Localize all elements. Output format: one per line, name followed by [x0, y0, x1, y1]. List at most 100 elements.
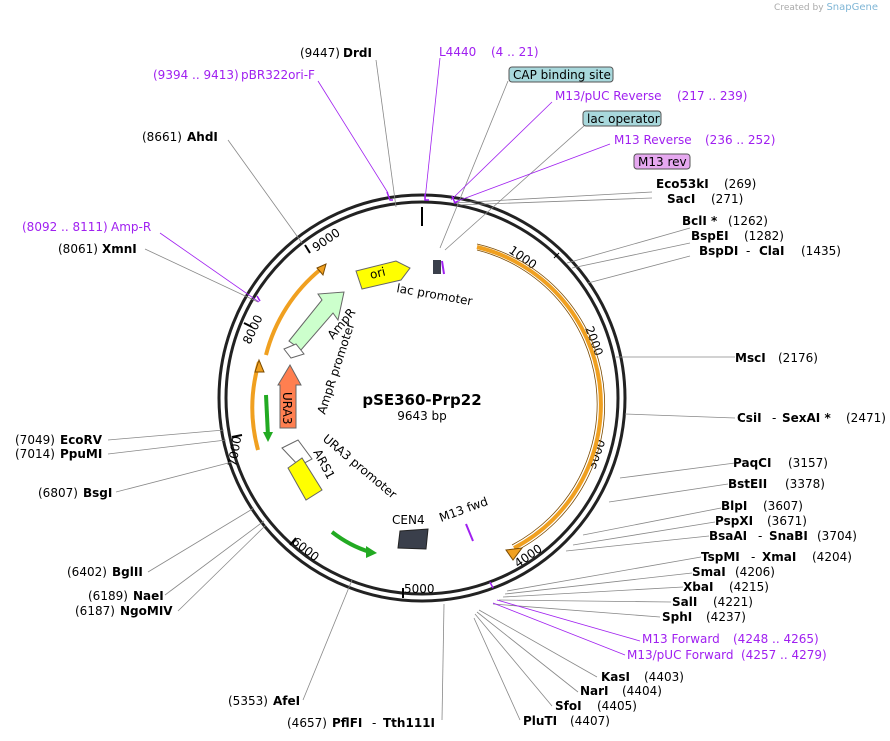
drdi-name: DrdI [343, 46, 372, 60]
xmni-name: XmnI [102, 242, 137, 256]
bsteii-pos: (3378) [785, 477, 825, 491]
pluti-pos: (4407) [570, 714, 610, 728]
backbone-outer-ring [217, 193, 627, 603]
green-arc-left [264, 394, 270, 437]
tick-9000 [304, 244, 311, 254]
eco53ki-pos: (269) [724, 177, 756, 191]
l4440-name: L4440 [439, 45, 476, 59]
pflfi-pos: (4657) [287, 716, 327, 730]
xbai-pos: (4215) [729, 580, 769, 594]
paqci-name: PaqCI [733, 456, 771, 470]
ahdi-name: AhdI [187, 130, 218, 144]
m13puc-fwd-name: M13/pUC Forward [627, 648, 734, 662]
tick-label-9000: 9000 [310, 225, 343, 254]
tth111i-name: Tth111I [383, 716, 435, 730]
smai-pos: (4206) [735, 565, 775, 579]
csii-dash: - [772, 411, 776, 425]
cen4-feature [397, 528, 429, 550]
ura3-feature [277, 363, 302, 429]
lac-promoter-feature [433, 260, 441, 274]
purple-leader-lines [159, 57, 641, 656]
green-arc-bottom [330, 530, 371, 554]
backbone-inner-ring [224, 200, 620, 596]
lac-operator-box [582, 110, 662, 127]
ura3-label: URA3 [280, 392, 294, 424]
ura3-promoter-feature [281, 439, 313, 467]
sexai-name: SexAI * [782, 411, 831, 425]
ppumi-name: PpuMI [60, 447, 102, 461]
bspei-pos: (1282) [744, 229, 784, 243]
sali-pos: (4221) [713, 595, 753, 609]
cen4-label: CEN4 [392, 513, 425, 527]
ampr-site-pos: (8092 .. 8111) [22, 220, 108, 234]
pluti-name: PluTI [523, 714, 557, 728]
sphi-pos: (4237) [706, 610, 746, 624]
csii-pos: (2471) [846, 411, 886, 425]
tspmi-dash: - [751, 550, 755, 564]
blpi-name: BlpI [721, 499, 747, 513]
ori-label: ori [368, 265, 387, 282]
m13-forward-name: M13 Forward [642, 632, 720, 646]
xbai-name: XbaI [683, 580, 713, 594]
plasmid-size: 9643 bp [397, 409, 447, 423]
afei-pos: (5353) [228, 694, 268, 708]
clai-name: ClaI [759, 244, 784, 258]
bspdi-pos: (1435) [801, 244, 841, 258]
bspdi-dash: - [746, 244, 750, 258]
paqci-pos: (3157) [788, 456, 828, 470]
tick-1000 [553, 252, 560, 259]
orf-arrow-head-left [254, 358, 265, 373]
xmni-pos: (8061) [58, 242, 98, 256]
m13puc-fwd-pos: (4257 .. 4279) [741, 648, 827, 662]
bsaai-dash: - [758, 529, 762, 543]
bsaai-pos: (3704) [817, 529, 857, 543]
pspxi-name: PspXI [715, 514, 753, 528]
saci-pos: (271) [711, 192, 743, 206]
sfoi-pos: (4405) [597, 699, 637, 713]
m13puc-rev-pos: (217 .. 239) [677, 89, 747, 103]
ngomiv-name: NgoMIV [120, 604, 173, 618]
m13puc-rev-name: M13/pUC Reverse [555, 89, 662, 103]
snabi-name: SnaBI [769, 529, 808, 543]
tick-7000 [231, 434, 243, 438]
tick-label-5000: 5000 [404, 582, 435, 596]
m13-forward-pos: (4248 .. 4265) [733, 632, 819, 646]
snapgene-logo-text: SnapGene [826, 2, 878, 13]
bcli-name: BclI * [682, 214, 718, 228]
ars1-feature [287, 457, 323, 501]
m13-fwd-label: M13 fwd [437, 494, 490, 525]
sali-name: SalI [672, 595, 697, 609]
saci-name: SacI [667, 192, 695, 206]
tick-6000 [289, 537, 297, 546]
kasi-name: KasI [601, 670, 630, 684]
pspxi-pos: (3671) [767, 514, 807, 528]
orf-arc-right [476, 245, 603, 550]
nael-name: NaeI [133, 589, 164, 603]
ori-feature [355, 260, 411, 290]
pbr-pos: (9394 .. 9413) [153, 68, 239, 82]
ahdi-pos: (8661) [142, 130, 182, 144]
blpi-pos: (3607) [763, 499, 803, 513]
nari-name: NarI [580, 684, 609, 698]
tick-label-7000: 7000 [225, 435, 244, 468]
cap-binding-label: CAP binding site [513, 68, 611, 82]
bspdi-name: BspDI [699, 244, 738, 258]
nael-pos: (6189) [88, 589, 128, 603]
xmai-name: XmaI [762, 550, 796, 564]
pflfi-name: PflFI [332, 716, 362, 730]
orf-arrow-head-right [505, 547, 524, 561]
ngomiv-pos: (6187) [75, 604, 115, 618]
csii-name: CsiI [737, 411, 762, 425]
sfoi-name: SfoI [555, 699, 582, 713]
ecorv-name: EcoRV [60, 433, 103, 447]
nari-pos: (4404) [622, 684, 662, 698]
ampr-feature [288, 291, 345, 351]
pbr-name: pBR322ori-F [241, 68, 315, 82]
tick-8000 [243, 322, 253, 328]
primer-brackets [256, 191, 494, 589]
created-by-text: Created by [774, 3, 824, 13]
leader-lines [107, 59, 736, 721]
m13-fwd-primer-mark [465, 523, 474, 542]
bsteii-name: BstEII [728, 477, 767, 491]
bspei-name: BspEI [691, 229, 729, 243]
